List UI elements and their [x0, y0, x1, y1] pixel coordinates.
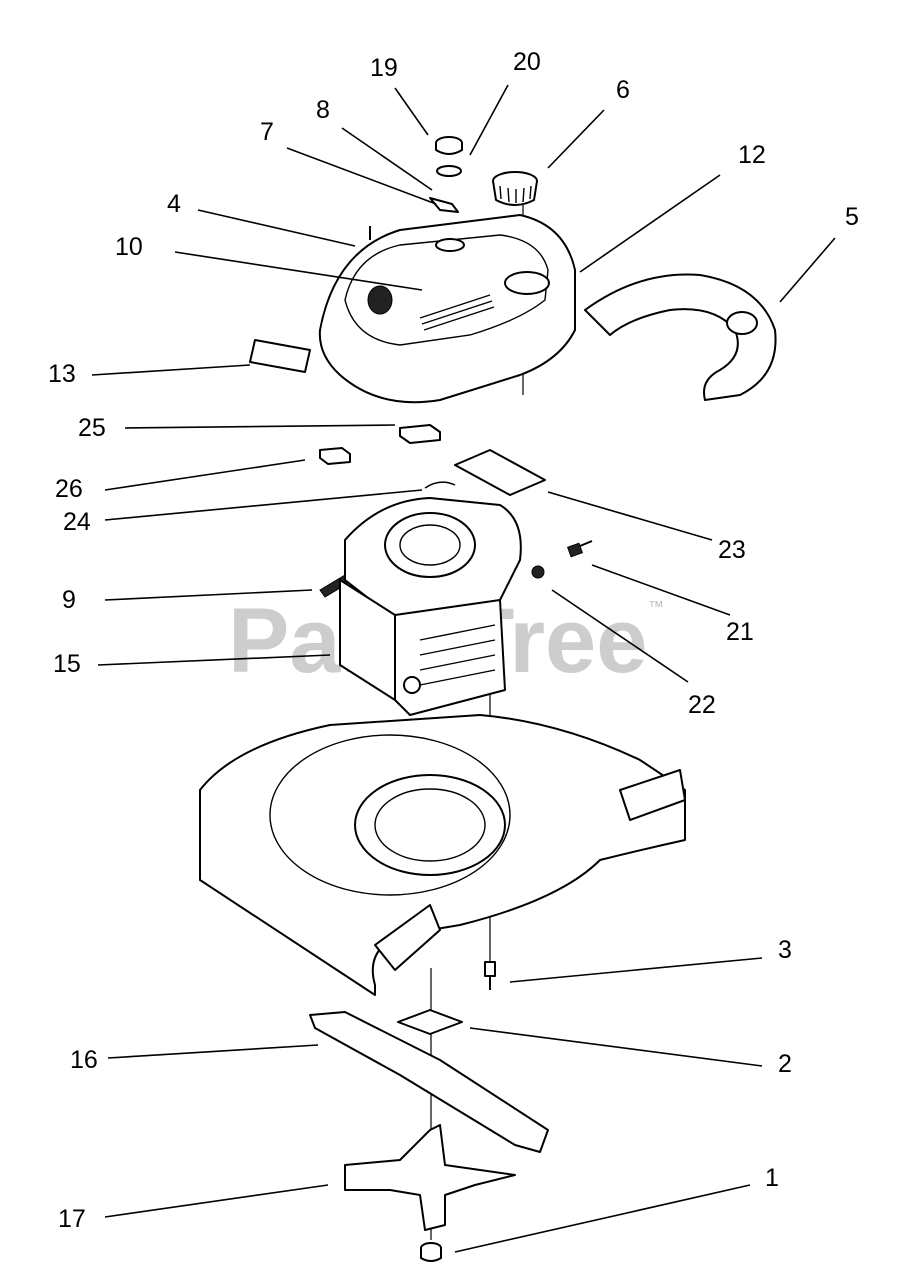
callout-7[interactable]: 7	[260, 118, 274, 146]
part-26-block[interactable]	[319, 447, 351, 465]
callout-23[interactable]: 23	[718, 536, 746, 564]
part-23-gasket[interactable]	[454, 449, 546, 496]
part-17-mulching-blade[interactable]	[344, 1124, 516, 1231]
part-16-blade[interactable]	[309, 1011, 549, 1153]
callout-17[interactable]: 17	[58, 1205, 86, 1233]
mower-deck	[199, 714, 686, 996]
callout-5[interactable]: 5	[845, 203, 859, 231]
callout-21[interactable]: 21	[726, 618, 754, 646]
callout-13[interactable]: 13	[48, 360, 76, 388]
callout-16[interactable]: 16	[70, 1046, 98, 1074]
part-15-engine[interactable]	[339, 497, 522, 716]
callout-3[interactable]: 3	[778, 936, 792, 964]
part-19-cap[interactable]	[435, 136, 463, 155]
part-21-bolt[interactable]	[567, 540, 593, 558]
part-7-clip[interactable]	[429, 197, 459, 213]
part-22-nut[interactable]	[531, 565, 545, 579]
watermark-trademark: ™	[648, 599, 664, 616]
callout-10[interactable]: 10	[115, 233, 143, 261]
part-6-fuel-cap[interactable]	[492, 171, 538, 206]
part-1-nut[interactable]	[420, 1242, 442, 1262]
part-25-block[interactable]	[399, 424, 441, 444]
callout-2[interactable]: 2	[778, 1050, 792, 1078]
callout-12[interactable]: 12	[738, 141, 766, 169]
part-12-shroud[interactable]	[318, 214, 576, 404]
callout-4[interactable]: 4	[167, 190, 181, 218]
callout-9[interactable]: 9	[62, 586, 76, 614]
callout-1[interactable]: 1	[765, 1164, 779, 1192]
callout-15[interactable]: 15	[53, 650, 81, 678]
callout-24[interactable]: 24	[63, 508, 91, 536]
callout-6[interactable]: 6	[616, 76, 630, 104]
callout-19[interactable]: 19	[370, 54, 398, 82]
callout-labels: 19 20 8 6 7 12 4 5 10 13 25 26 24 23 21 …	[48, 48, 859, 1233]
part-13-decal[interactable]	[249, 339, 311, 373]
leader-lines	[91, 84, 836, 1253]
part-8-grommet[interactable]	[436, 165, 462, 177]
part-2-adapter[interactable]	[397, 1009, 463, 1035]
callout-26[interactable]: 26	[55, 475, 83, 503]
part-3-bolt[interactable]	[484, 961, 496, 990]
callout-25[interactable]: 25	[78, 414, 106, 442]
callout-20[interactable]: 20	[513, 48, 541, 76]
callout-8[interactable]: 8	[316, 96, 330, 124]
part-24-strap[interactable]	[424, 481, 456, 489]
part-5-cover[interactable]	[584, 273, 777, 401]
callout-22[interactable]: 22	[688, 691, 716, 719]
